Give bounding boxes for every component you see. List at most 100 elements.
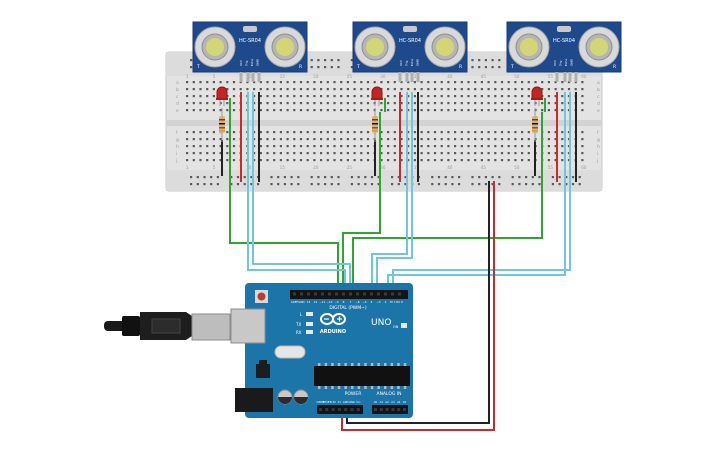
breadboard-hole[interactable] bbox=[474, 81, 477, 84]
breadboard-hole[interactable] bbox=[507, 159, 510, 162]
breadboard-hole[interactable] bbox=[380, 81, 383, 84]
breadboard-hole[interactable] bbox=[491, 183, 494, 186]
breadboard-hole[interactable] bbox=[397, 183, 400, 186]
breadboard-hole[interactable] bbox=[400, 159, 403, 162]
breadboard-hole[interactable] bbox=[253, 102, 256, 105]
breadboard-hole[interactable] bbox=[232, 109, 236, 112]
breadboard-hole[interactable] bbox=[527, 145, 530, 148]
breadboard-hole[interactable] bbox=[206, 145, 209, 148]
breadboard-hole[interactable] bbox=[460, 138, 463, 141]
breadboard-hole[interactable] bbox=[259, 81, 262, 84]
breadboard-hole[interactable] bbox=[487, 109, 490, 112]
breadboard-hole[interactable] bbox=[293, 95, 296, 98]
breadboard-hole[interactable] bbox=[337, 59, 340, 62]
breadboard-hole[interactable] bbox=[474, 152, 477, 155]
breadboard-hole[interactable] bbox=[253, 131, 256, 134]
breadboard-hole[interactable] bbox=[320, 138, 323, 141]
breadboard-hole[interactable] bbox=[534, 81, 537, 84]
breadboard-hole[interactable] bbox=[494, 88, 497, 91]
breadboard-hole[interactable] bbox=[320, 152, 323, 155]
breadboard-hole[interactable] bbox=[186, 95, 189, 98]
breadboard-hole[interactable] bbox=[500, 152, 504, 155]
breadboard-hole[interactable] bbox=[320, 159, 323, 162]
breadboard-hole[interactable] bbox=[484, 176, 487, 179]
breadboard-hole[interactable] bbox=[186, 102, 189, 105]
breadboard-hole[interactable] bbox=[320, 88, 323, 91]
breadboard-hole[interactable] bbox=[393, 145, 396, 148]
breadboard-hole[interactable] bbox=[561, 159, 564, 162]
breadboard-hole[interactable] bbox=[333, 138, 336, 141]
breadboard-hole[interactable] bbox=[279, 152, 282, 155]
analog-pin[interactable] bbox=[403, 408, 406, 411]
breadboard-hole[interactable] bbox=[547, 145, 550, 148]
breadboard-hole[interactable] bbox=[259, 152, 262, 155]
breadboard-hole[interactable] bbox=[330, 59, 333, 62]
breadboard-hole[interactable] bbox=[192, 131, 195, 134]
breadboard-hole[interactable] bbox=[283, 176, 286, 179]
breadboard-hole[interactable] bbox=[232, 152, 236, 155]
breadboard-hole[interactable] bbox=[190, 176, 193, 179]
digital-pin[interactable] bbox=[363, 292, 366, 296]
breadboard-hole[interactable] bbox=[400, 131, 403, 134]
breadboard-hole[interactable] bbox=[427, 152, 430, 155]
breadboard-hole[interactable] bbox=[360, 138, 363, 141]
breadboard-hole[interactable] bbox=[360, 109, 363, 112]
breadboard-hole[interactable] bbox=[467, 102, 470, 105]
breadboard-hole[interactable] bbox=[480, 131, 483, 134]
breadboard-hole[interactable] bbox=[500, 81, 504, 84]
breadboard-hole[interactable] bbox=[551, 183, 554, 186]
breadboard-hole[interactable] bbox=[551, 176, 554, 179]
breadboard-hole[interactable] bbox=[521, 152, 524, 155]
breadboard-hole[interactable] bbox=[413, 109, 416, 112]
breadboard-hole[interactable] bbox=[521, 131, 524, 134]
breadboard-hole[interactable] bbox=[313, 109, 316, 112]
breadboard-hole[interactable] bbox=[460, 109, 463, 112]
breadboard-hole[interactable] bbox=[340, 152, 343, 155]
breadboard-hole[interactable] bbox=[366, 88, 370, 91]
breadboard-hole[interactable] bbox=[581, 152, 584, 155]
breadboard-hole[interactable] bbox=[306, 109, 309, 112]
breadboard-hole[interactable] bbox=[521, 88, 524, 91]
green-wire-led2[interactable] bbox=[342, 112, 381, 289]
breadboard-hole[interactable] bbox=[511, 176, 514, 179]
breadboard-hole[interactable] bbox=[400, 102, 403, 105]
breadboard-hole[interactable] bbox=[454, 159, 457, 162]
breadboard-hole[interactable] bbox=[199, 102, 202, 105]
breadboard-hole[interactable] bbox=[219, 109, 222, 112]
breadboard-hole[interactable] bbox=[340, 131, 343, 134]
breadboard-hole[interactable] bbox=[353, 145, 356, 148]
breadboard-hole[interactable] bbox=[447, 152, 450, 155]
breadboard-hole[interactable] bbox=[326, 88, 329, 91]
breadboard-hole[interactable] bbox=[299, 152, 303, 155]
breadboard-hole[interactable] bbox=[558, 183, 561, 186]
breadboard-hole[interactable] bbox=[380, 159, 383, 162]
breadboard-hole[interactable] bbox=[487, 95, 490, 98]
breadboard-hole[interactable] bbox=[219, 152, 222, 155]
breadboard-hole[interactable] bbox=[547, 152, 550, 155]
breadboard-hole[interactable] bbox=[554, 152, 557, 155]
breadboard-hole[interactable] bbox=[199, 159, 202, 162]
breadboard-hole[interactable] bbox=[320, 109, 323, 112]
breadboard-hole[interactable] bbox=[581, 109, 584, 112]
breadboard-hole[interactable] bbox=[547, 102, 550, 105]
breadboard-hole[interactable] bbox=[293, 81, 296, 84]
breadboard-hole[interactable] bbox=[353, 159, 356, 162]
breadboard-hole[interactable] bbox=[527, 131, 530, 134]
breadboard-hole[interactable] bbox=[527, 81, 530, 84]
breadboard-hole[interactable] bbox=[437, 176, 441, 179]
breadboard-hole[interactable] bbox=[346, 102, 349, 105]
breadboard-hole[interactable] bbox=[353, 102, 356, 105]
breadboard-hole[interactable] bbox=[377, 176, 380, 179]
breadboard-hole[interactable] bbox=[353, 138, 356, 141]
breadboard-hole[interactable] bbox=[454, 102, 457, 105]
breadboard-hole[interactable] bbox=[494, 109, 497, 112]
breadboard-hole[interactable] bbox=[230, 183, 233, 186]
breadboard-hole[interactable] bbox=[243, 183, 246, 186]
breadboard-hole[interactable] bbox=[407, 152, 410, 155]
breadboard-hole[interactable] bbox=[413, 131, 416, 134]
breadboard-hole[interactable] bbox=[467, 88, 470, 91]
breadboard-hole[interactable] bbox=[541, 88, 544, 91]
breadboard-hole[interactable] bbox=[521, 102, 524, 105]
breadboard-hole[interactable] bbox=[561, 109, 564, 112]
breadboard-hole[interactable] bbox=[273, 88, 276, 91]
